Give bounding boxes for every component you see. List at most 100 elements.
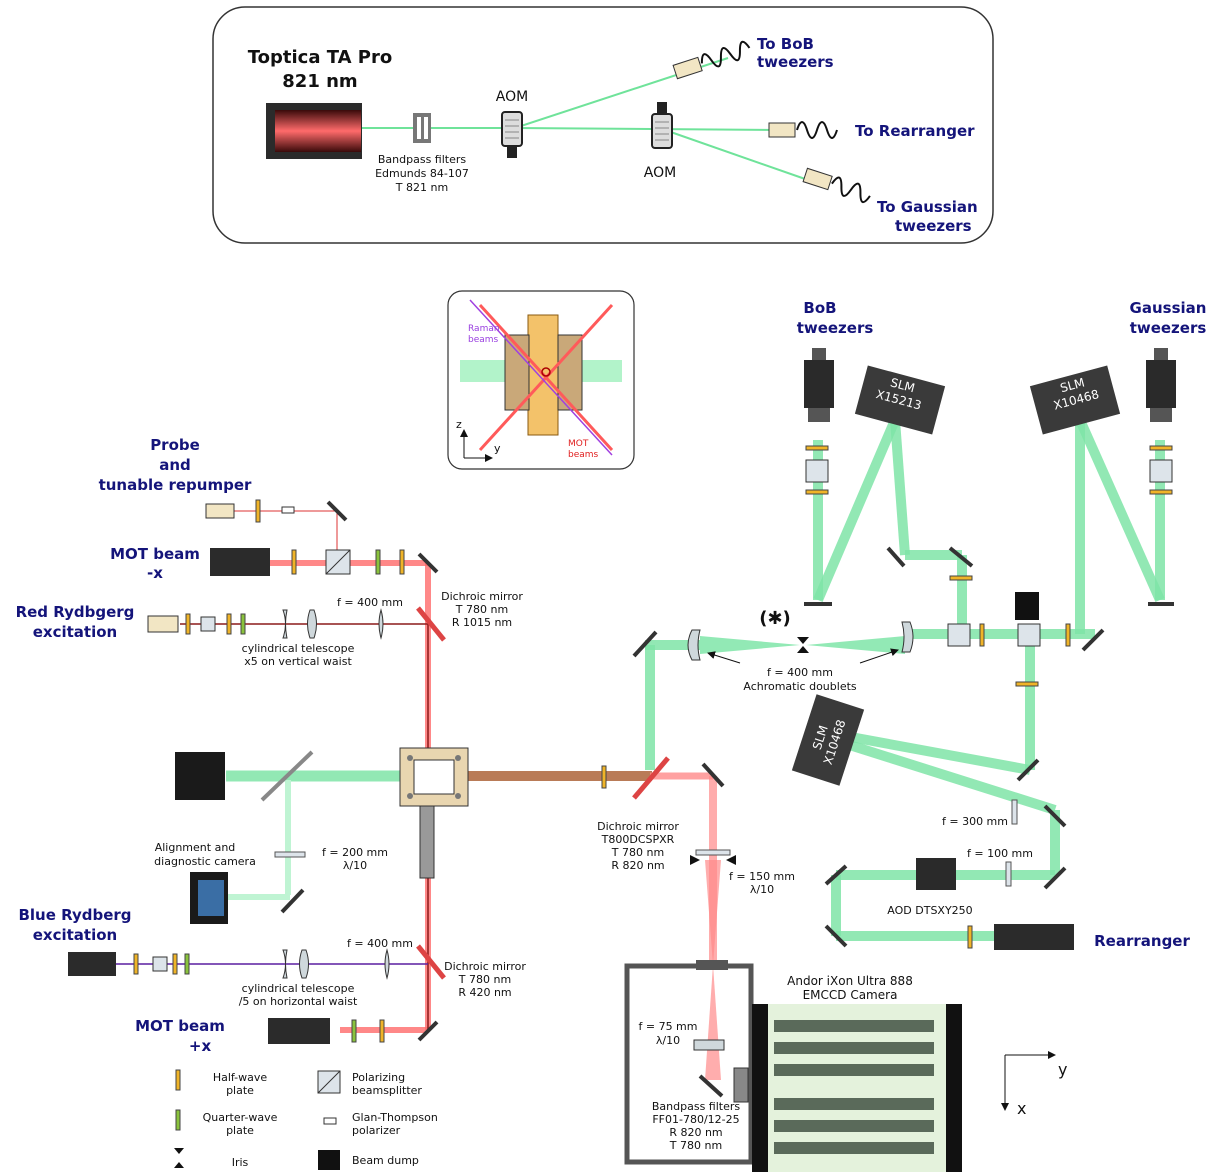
blue-rydberg-laser-icon <box>68 952 116 976</box>
aod-label: AOD DTSXY250 <box>887 904 972 917</box>
slm-x10468-top-icon <box>1029 365 1121 435</box>
probe-fiber-coupler-icon <box>205 503 235 519</box>
camera-label: Andor iXon Ultra 888 <box>787 974 913 988</box>
legend-iris: Iris <box>232 1156 249 1169</box>
slm1-label: SLM <box>889 375 916 395</box>
f75-lambda: λ/10 <box>656 1034 680 1047</box>
glan-thompson-icon <box>281 506 295 514</box>
gaussian-label-2: tweezers <box>1130 319 1207 337</box>
dichroic-mid-t: T 780 nm <box>611 846 664 859</box>
legend-glan: Glan-Thompson <box>352 1111 438 1124</box>
f100-label: f = 100 mm <box>967 847 1033 860</box>
mirror-icon <box>260 750 314 802</box>
f400-top-label: f = 400 mm <box>337 596 403 609</box>
fiber-coupler-rearranger-icon <box>768 121 838 139</box>
raman-label: Raman <box>468 324 500 334</box>
bandpass-transmission: T 821 nm <box>395 181 448 194</box>
gaussian-objective-icon <box>1146 348 1176 606</box>
blue-rydberg-label-2: excitation <box>33 926 117 944</box>
slm-x15213-icon <box>854 365 946 435</box>
achromat-label: Achromatic doublets <box>743 680 857 693</box>
dichroic-mid-r: R 820 nm <box>611 859 664 872</box>
mot-inset-label: MOT <box>568 439 589 449</box>
f400-bottom-label: f = 400 mm <box>347 937 413 950</box>
toptica-wavelength: 821 nm <box>282 71 357 92</box>
cyl-telescope-bottom-2: /5 on horizontal waist <box>239 995 358 1008</box>
mot-plus-x-label: MOT beam <box>135 1017 225 1035</box>
bandpass-part: Edmunds 84-107 <box>375 167 469 180</box>
aom-1-label: AOM <box>496 89 528 105</box>
f200-label: f = 200 mm <box>322 846 388 859</box>
legend-dump: Beam dump <box>352 1154 419 1167</box>
inset-y-axis-label: y <box>494 442 501 455</box>
red-rydberg-fiber-icon <box>147 615 179 633</box>
iris-icon <box>797 637 809 644</box>
emccd-camera-icon <box>752 1004 962 1172</box>
bob-label: BoB <box>803 299 836 317</box>
probe-label: Probe <box>150 436 200 454</box>
dichroic-top-t: T 780 nm <box>455 603 508 616</box>
mot-inset-label-2: beams <box>568 450 599 460</box>
legend-pbs: Polarizing <box>352 1071 405 1084</box>
camera-enclosure <box>624 963 754 1165</box>
to-bob-label: To BoB <box>757 35 814 53</box>
to-bob-label-2: tweezers <box>757 53 834 71</box>
dichroic-bottom-t: T 780 nm <box>458 973 511 986</box>
green-laser-icon <box>175 752 225 800</box>
legend-quarter-wave-2: plate <box>226 1124 254 1137</box>
slm2-label: SLM <box>1059 375 1086 395</box>
mot-minus-x-laser-icon <box>210 548 270 576</box>
half-wave-plate-icon <box>255 499 261 523</box>
to-gaussian-label-2: tweezers <box>895 217 972 235</box>
probe-label-3: tunable repumper <box>99 476 252 494</box>
inset-z-axis-label: z <box>456 418 462 431</box>
beams <box>115 417 1165 1080</box>
aom-2-label: AOM <box>644 165 676 181</box>
toptica-title: Toptica TA Pro <box>248 47 393 68</box>
dichroic-mirror-icon <box>416 606 446 642</box>
aom-2-icon <box>651 102 673 149</box>
rearranger-laser-icon <box>994 924 1074 950</box>
bandpass-label: Bandpass filters <box>378 153 467 166</box>
cyl-telescope-top-2: x5 on vertical waist <box>244 655 352 668</box>
mot-minus-x-label: MOT beam <box>110 545 200 563</box>
dichroic-top-r: R 1015 nm <box>452 616 512 629</box>
vacuum-chamber-icon <box>399 747 469 879</box>
beam-dump-icon <box>1015 592 1039 620</box>
bob-label-2: tweezers <box>797 319 874 337</box>
rearranger-label: Rearranger <box>1094 932 1190 950</box>
alignment-label-2: diagnostic camera <box>154 855 256 868</box>
bandpass2-t: T 780 nm <box>669 1139 722 1152</box>
camera-label-2: EMCCD Camera <box>803 988 898 1002</box>
star-marker: (✱) <box>759 608 791 629</box>
f200-lambda: λ/10 <box>343 859 367 872</box>
legend-iris-icon <box>174 1148 184 1154</box>
red-rydberg-label-2: excitation <box>33 623 117 641</box>
chamber-inset: Raman beams MOT beams z y <box>447 290 635 470</box>
dichroic-mirror-icon <box>632 756 670 800</box>
dichroic-bottom-label: Dichroic mirror <box>444 960 526 973</box>
f75-label: f = 75 mm <box>638 1020 697 1033</box>
fiber-coupler-gaussian-icon <box>802 167 871 204</box>
cyl-telescope-bottom: cylindrical telescope <box>242 982 355 995</box>
legend-quarter-wave: Quarter-wave <box>203 1111 278 1124</box>
legend-pbs-2: beamsplitter <box>352 1084 422 1097</box>
bob-objective-icon <box>804 348 834 606</box>
legend-dump-icon <box>318 1150 340 1170</box>
mot-minus-x-label-2: -x <box>147 564 163 582</box>
alignment-label: Alignment and <box>155 841 236 854</box>
cyl-telescope-top: cylindrical telescope <box>242 642 355 655</box>
dichroic-mid-label: Dichroic mirror <box>597 820 679 833</box>
bandpass2-label: Bandpass filters <box>652 1100 741 1113</box>
gaussian-label: Gaussian <box>1130 299 1207 317</box>
dichroic-mirror-icon <box>416 944 446 980</box>
legend-glan-2: polarizer <box>352 1124 401 1137</box>
legend-quarter-wave-icon <box>175 1109 181 1131</box>
red-rydberg-label: Red Rydbgerg <box>16 603 135 621</box>
achromat-f-label: f = 400 mm <box>767 666 833 679</box>
laser-box: Toptica TA Pro 821 nm Bandpass filters E… <box>212 6 994 244</box>
achromatic-doublet-icon <box>687 629 701 661</box>
mot-plus-x-laser-icon <box>268 1018 330 1044</box>
legend-half-wave-2: plate <box>226 1084 254 1097</box>
